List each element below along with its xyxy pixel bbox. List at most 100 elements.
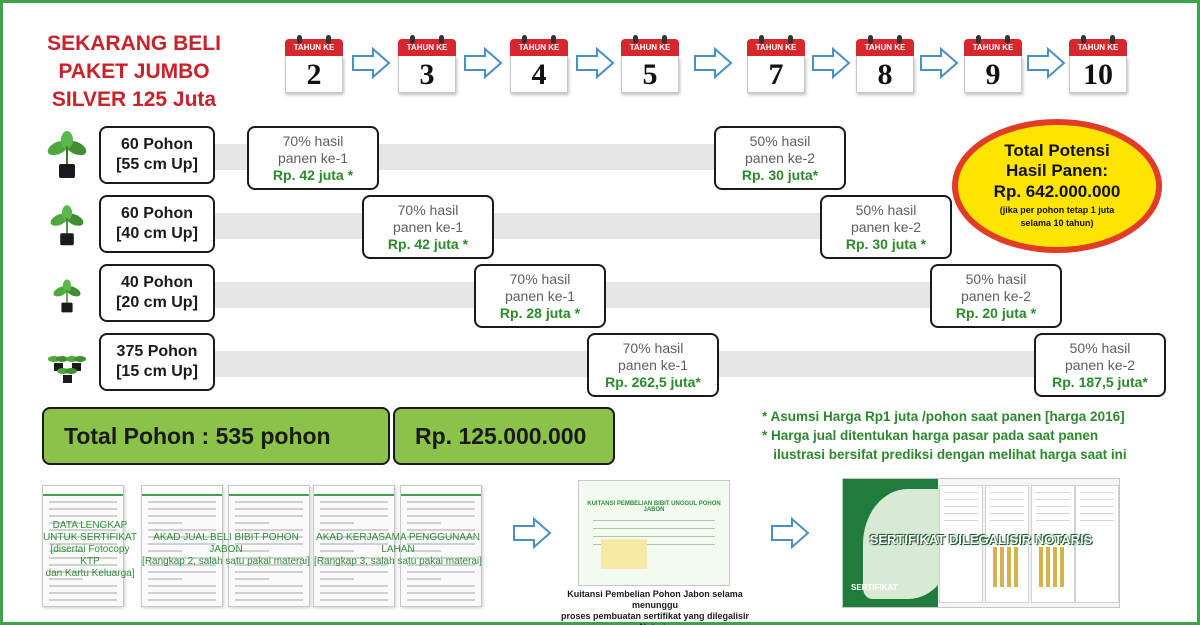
document-page (228, 485, 310, 607)
harvest-amount: Rp. 42 juta * (272, 167, 354, 183)
harvest-stage: panen ke-1 (277, 150, 349, 166)
total-potential-inner: Total Potensi Hasil Panen: Rp. 642.000.0… (958, 125, 1156, 247)
doc-caption-sale-2: [Rangkap 2, salah satu pakai materai] (142, 556, 310, 567)
tree-size: [40 cm Up] (116, 225, 198, 242)
certificate-caption: SERTIFIKAT DILEGALISIR NOTARIS (869, 532, 1093, 547)
doc-caption-data-4: dan Kartu Keluarga] (45, 568, 135, 579)
timeline-band (215, 213, 820, 239)
harvest-stage: panen ke-1 (504, 288, 576, 304)
tree-count: 60 Pohon (120, 136, 193, 153)
harvest-percent: 70% hasil (622, 340, 684, 356)
harvest-percent: 50% hasil (855, 202, 917, 218)
total-price-box: Rp. 125.000.000 (393, 407, 615, 465)
harvest-amount: Rp. 30 juta * (845, 236, 927, 252)
harvest-percent: 50% hasil (1069, 340, 1131, 356)
tree-count: 60 Pohon (120, 205, 193, 222)
doc-caption-data: DATA LENGKAP UNTUK SERTIFIKAT [disertai … (40, 520, 140, 580)
harvest-amount: Rp. 20 juta * (955, 305, 1037, 321)
calendar-header: TAHUN KE (285, 39, 343, 56)
headline-line-1: SEKARANG BELI (47, 32, 221, 55)
harvest-stage: panen ke-1 (392, 219, 464, 235)
harvest-amount: Rp. 262,5 juta* (605, 374, 701, 390)
tree-size: [20 cm Up] (116, 294, 198, 311)
harvest-percent: 50% hasil (965, 271, 1027, 287)
potential-value: Rp. 642.000.000 (993, 182, 1121, 201)
doc-caption-land-2: [Rangkap 3, salah satu pakai materai] (314, 556, 482, 567)
arrow-right-icon (352, 46, 391, 80)
certificate-thumbnail: SERTIFIKAT (842, 478, 1120, 608)
seedling-icon (53, 279, 81, 313)
harvest-stage: panen ke-2 (744, 150, 816, 166)
harvest-percent: 70% hasil (282, 133, 344, 149)
calendar-year: 3 (398, 56, 456, 93)
tree-count-label: 60 Pohon [40 cm Up] (99, 195, 215, 253)
potential-note-1: (jika per pohon tetap 1 juta (999, 205, 1115, 215)
total-price-text: Rp. 125.000.000 (415, 423, 587, 449)
headline-line-3: SILVER 125 Juta (51, 88, 217, 111)
harvest-stage: panen ke-1 (617, 357, 689, 373)
total-trees-text: Total Pohon : 535 pohon (64, 423, 331, 449)
document-page (42, 485, 124, 607)
headline-line-2: PAKET JUMBO (58, 60, 210, 83)
total-potential-badge: Total Potensi Hasil Panen: Rp. 642.000.0… (952, 119, 1162, 253)
harvest-stage: panen ke-2 (960, 288, 1032, 304)
potential-title-1: Total Potensi (1004, 141, 1110, 160)
receipt-caption: Kuitansi Pembelian Pohon Jabon selama me… (548, 589, 762, 625)
harvest-percent: 70% hasil (397, 202, 459, 218)
harvest-amount: Rp. 30 juta* (741, 167, 819, 183)
potential-note-2: selama 10 tahun) (1020, 218, 1094, 228)
total-trees-box: Total Pohon : 535 pohon (42, 407, 390, 465)
arrow-right-icon (812, 46, 851, 80)
doc-caption-data-2: UNTUK SERTIFIKAT (42, 532, 138, 543)
receipt-stamp-area (601, 539, 647, 569)
receipt-thumbnail: KUITANSI PEMBELIAN BIBIT UNGGUL POHON JA… (578, 480, 730, 586)
calendar-year: 9 (964, 56, 1022, 93)
calendar-header: TAHUN KE (964, 39, 1022, 56)
potential-title-2: Hasil Panen: (1005, 161, 1109, 180)
certificate-badge: SERTIFIKAT (851, 583, 898, 592)
note-line-1: * Asumsi Harga Rp1 juta /pohon saat pane… (762, 409, 1125, 424)
tree-count-label: 375 Pohon[15 cm Up] (99, 333, 215, 391)
arrow-right-icon (464, 46, 503, 80)
harvest-amount: Rp. 187,5 juta* (1052, 374, 1148, 390)
package-headline: SEKARANG BELI PAKET JUMBO SILVER 125 Jut… (18, 30, 250, 114)
tree-count-label: 60 Pohon [55 cm Up] (99, 126, 215, 184)
document-page (313, 485, 395, 607)
doc-caption-land: AKAD KERJASAMA PENGGUNAAN LAHAN [Rangkap… (312, 532, 484, 568)
calendar-header: TAHUN KE (621, 39, 679, 56)
calendar-year: 10 (1069, 56, 1127, 93)
calendar-header: TAHUN KE (856, 39, 914, 56)
arrow-right-icon (920, 46, 959, 80)
harvest-stage: panen ke-2 (850, 219, 922, 235)
doc-caption-sale: AKAD JUAL BELI BIBIT POHON JABON [Rangka… (140, 532, 312, 568)
note-line-2: * Harga jual ditentukan harga pasar pada… (762, 428, 1099, 443)
tree-count: 375 Pohon (116, 343, 198, 360)
receipt-caption-1: Kuitansi Pembelian Pohon Jabon selama me… (567, 589, 743, 610)
doc-caption-land-1: AKAD KERJASAMA PENGGUNAAN LAHAN (316, 532, 480, 555)
note-line-3: ilustrasi bersifat prediksi dengan melih… (762, 447, 1127, 462)
calendar-year: 8 (856, 56, 914, 93)
seedling-icon (48, 356, 86, 383)
arrow-right-icon (694, 46, 733, 80)
tree-size: [55 cm Up] (116, 156, 198, 173)
harvest-stage: panen ke-2 (1064, 357, 1136, 373)
tree-count: 40 Pohon (120, 274, 193, 291)
seedling-icon (47, 131, 87, 178)
harvest-percent: 70% hasil (509, 271, 571, 287)
calendar-year: 4 (510, 56, 568, 93)
leaf-icon (863, 489, 953, 599)
receipt-caption-2: proses pembuatan sertifikat yang dilegal… (560, 611, 750, 625)
doc-caption-sale-1: AKAD JUAL BELI BIBIT POHON JABON (153, 532, 299, 555)
